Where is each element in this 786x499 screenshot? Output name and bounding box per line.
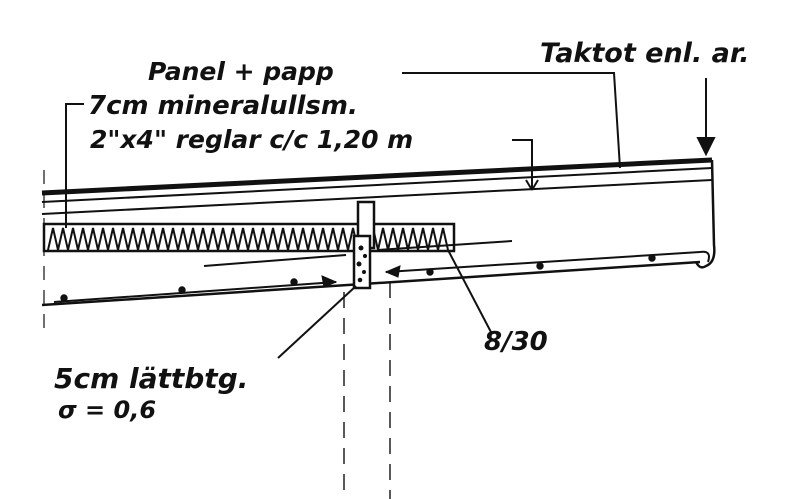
reinforcement bbox=[53, 240, 710, 303]
roof-slab bbox=[41, 157, 716, 330]
rebar-dot bbox=[290, 278, 298, 286]
roof-felt-line bbox=[41, 157, 713, 196]
rebar-dot bbox=[426, 268, 434, 276]
leader-rebar bbox=[447, 249, 493, 335]
eave-end bbox=[694, 159, 716, 269]
leader-reglar-arrow bbox=[525, 179, 539, 191]
rebar-dot bbox=[536, 262, 544, 270]
label-reglar: 2"x4" reglar c/c 1,20 m bbox=[90, 125, 413, 154]
label-panel-papp: Panel + papp bbox=[148, 57, 334, 86]
label-mineral-wool: 7cm mineralullsm. bbox=[88, 91, 358, 121]
upper-rebar-right bbox=[377, 240, 513, 251]
arrow-head-left bbox=[321, 275, 338, 288]
rebar-dot bbox=[60, 294, 68, 302]
leader-taktfot-arrow bbox=[696, 137, 716, 157]
rebar-dot bbox=[178, 286, 186, 294]
arrow-head-right bbox=[384, 265, 401, 278]
insulation-zigzag bbox=[47, 227, 449, 251]
label-lattbtg: 5cm lättbtg. bbox=[54, 362, 248, 395]
upper-rebar-left bbox=[203, 254, 347, 267]
rebar-hook bbox=[699, 250, 710, 263]
wall-lines bbox=[343, 282, 391, 499]
mineral-wool-insulation bbox=[42, 200, 456, 253]
insulation-band bbox=[42, 222, 456, 253]
lattbtg-strip bbox=[352, 234, 372, 290]
slab-top-line bbox=[41, 179, 713, 215]
lightweight-concrete-strip bbox=[352, 234, 372, 290]
label-sigma: σ = 0,6 bbox=[58, 396, 156, 424]
panel-line bbox=[41, 167, 713, 203]
leader-reglar bbox=[512, 139, 533, 190]
label-taktfot: Taktot enl. ar. bbox=[540, 38, 750, 69]
lower-rebar-left bbox=[53, 281, 337, 303]
leader-mineral bbox=[65, 103, 84, 228]
label-rebar-spacing: 8/30 bbox=[484, 327, 548, 357]
lower-rebar-right bbox=[385, 251, 701, 273]
leader-panel bbox=[402, 72, 621, 169]
leader-lattbtg bbox=[277, 285, 357, 359]
rebar-dot bbox=[648, 254, 656, 262]
leader-lines bbox=[65, 72, 716, 359]
